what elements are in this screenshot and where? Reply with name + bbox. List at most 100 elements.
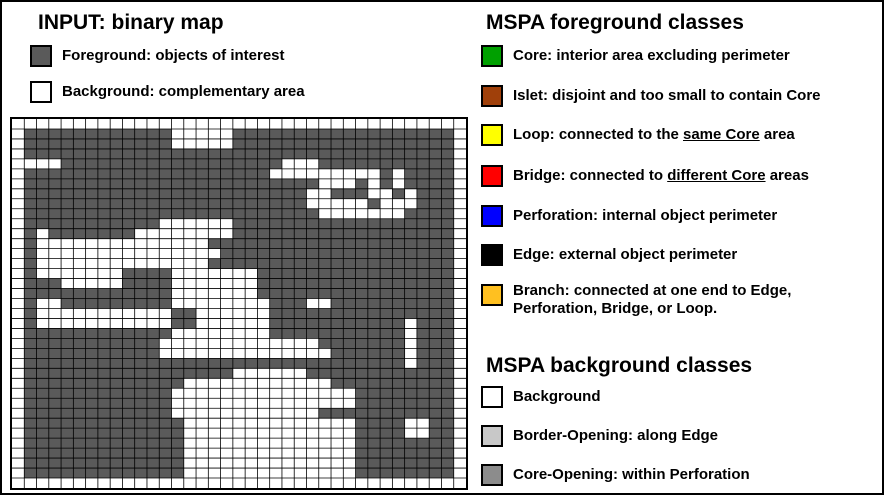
foreground-cell — [73, 378, 86, 389]
foreground-cell — [134, 428, 147, 439]
background-cell — [12, 448, 25, 459]
foreground-cell — [306, 128, 319, 139]
background-cell — [208, 288, 221, 299]
foreground-cell — [61, 408, 74, 419]
foreground-cell — [36, 218, 49, 229]
binary-map — [10, 117, 468, 490]
foreground-cell — [146, 358, 160, 369]
foreground-cell — [343, 328, 356, 339]
foreground-cell — [281, 358, 295, 369]
foreground-cell — [392, 338, 405, 349]
foreground-cell — [73, 178, 86, 189]
foreground-cell — [294, 258, 307, 269]
foreground-cell — [24, 138, 37, 149]
background-cell — [183, 418, 197, 429]
foreground-cell — [85, 398, 98, 409]
foreground-cell — [220, 178, 233, 189]
foreground-cell — [404, 248, 417, 259]
foreground-cell — [183, 178, 197, 189]
background-cell — [453, 378, 466, 389]
foreground-cell — [61, 198, 74, 209]
foreground-cell — [441, 338, 454, 349]
foreground-cell — [331, 138, 344, 149]
class-branch: Branch: connected at one end to Edge,Per… — [481, 282, 791, 318]
background-cell — [122, 119, 135, 129]
background-cell — [232, 458, 246, 469]
background-cell — [85, 278, 98, 289]
background-cell — [171, 218, 184, 229]
foreground-cell — [61, 328, 74, 339]
foreground-cell — [97, 468, 111, 479]
foreground-cell — [306, 248, 319, 259]
foreground-cell — [429, 378, 442, 389]
foreground-cell — [355, 128, 368, 139]
foreground-cell — [208, 148, 221, 159]
background-cell — [453, 119, 466, 129]
background-cell — [12, 428, 25, 439]
foreground-cell — [159, 138, 172, 149]
foreground-cell — [441, 138, 454, 149]
background-cell — [12, 198, 25, 209]
background-cell — [245, 298, 258, 309]
background-cell — [306, 458, 319, 469]
foreground-cell — [61, 398, 74, 409]
foreground-cell — [269, 358, 282, 369]
foreground-cell — [380, 168, 393, 179]
background-cell — [220, 468, 233, 479]
background-cell — [122, 248, 135, 259]
foreground-cell — [269, 138, 282, 149]
foreground-cell — [416, 278, 430, 289]
foreground-cell — [48, 228, 62, 239]
class-background: Background — [481, 386, 601, 408]
foreground-cell — [331, 128, 344, 139]
foreground-cell — [85, 288, 98, 299]
foreground-cell — [146, 168, 160, 179]
foreground-cell — [343, 218, 356, 229]
foreground-cell — [208, 238, 221, 249]
foreground-cell — [257, 158, 270, 169]
foreground-cell — [85, 418, 98, 429]
background-cell — [245, 468, 258, 479]
background-cell — [196, 328, 209, 339]
background-cell — [294, 418, 307, 429]
background-cell — [232, 328, 246, 339]
foreground-cell — [97, 408, 111, 419]
background-cell — [245, 458, 258, 469]
background-cell — [294, 448, 307, 459]
background-cell — [306, 428, 319, 439]
foreground-cell — [294, 138, 307, 149]
foreground-cell — [122, 198, 135, 209]
foreground-cell — [380, 218, 393, 229]
foreground-cell — [110, 228, 123, 239]
foreground-cell — [146, 458, 160, 469]
foreground-cell — [36, 368, 49, 379]
foreground-cell — [171, 468, 184, 479]
foreground-cell — [36, 138, 49, 149]
foreground-cell — [367, 438, 381, 449]
foreground-cell — [85, 348, 98, 359]
background-cell — [232, 298, 246, 309]
foreground-cell — [97, 388, 111, 399]
background-cell — [97, 268, 111, 279]
background-cell — [85, 119, 98, 129]
foreground-cell — [318, 308, 332, 319]
foreground-cell — [183, 318, 197, 329]
foreground-cell — [318, 218, 332, 229]
foreground-cell — [110, 298, 123, 309]
foreground-cell — [97, 288, 111, 299]
background-cell — [220, 128, 233, 139]
background-cell — [97, 318, 111, 329]
background-cell — [134, 318, 147, 329]
foreground-cell — [380, 288, 393, 299]
background-cell — [453, 128, 466, 139]
foreground-cell — [110, 368, 123, 379]
foreground-cell — [404, 138, 417, 149]
foreground-cell — [48, 208, 62, 219]
background-cell — [171, 228, 184, 239]
foreground-cell — [392, 138, 405, 149]
foreground-cell — [416, 138, 430, 149]
foreground-cell — [24, 208, 37, 219]
foreground-cell — [73, 128, 86, 139]
foreground-cell — [269, 128, 282, 139]
background-cell — [159, 478, 172, 488]
